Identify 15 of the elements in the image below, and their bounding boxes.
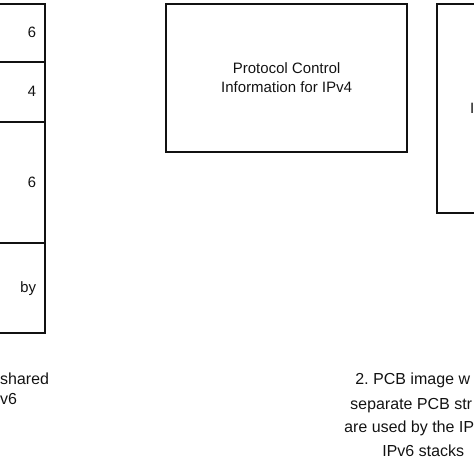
box-label: by <box>20 278 36 298</box>
caption-text: are used by the IP <box>344 420 474 436</box>
caption-text: separate PCB str <box>350 397 472 413</box>
caption-text: v6 <box>0 392 17 408</box>
caption-text: shared <box>0 372 49 388</box>
caption-text: IPv6 stacks <box>382 444 464 460</box>
box-label: I <box>470 98 474 118</box>
box-label: 6 <box>28 23 36 43</box>
box-label: 6 <box>28 172 36 192</box>
box-label: Protocol Control Information for IPv4 <box>220 58 353 98</box>
caption-text: 2. PCB image w <box>355 372 470 388</box>
box-label: 4 <box>28 82 36 102</box>
box <box>0 242 46 334</box>
box <box>0 3 46 63</box>
box <box>165 3 408 153</box>
